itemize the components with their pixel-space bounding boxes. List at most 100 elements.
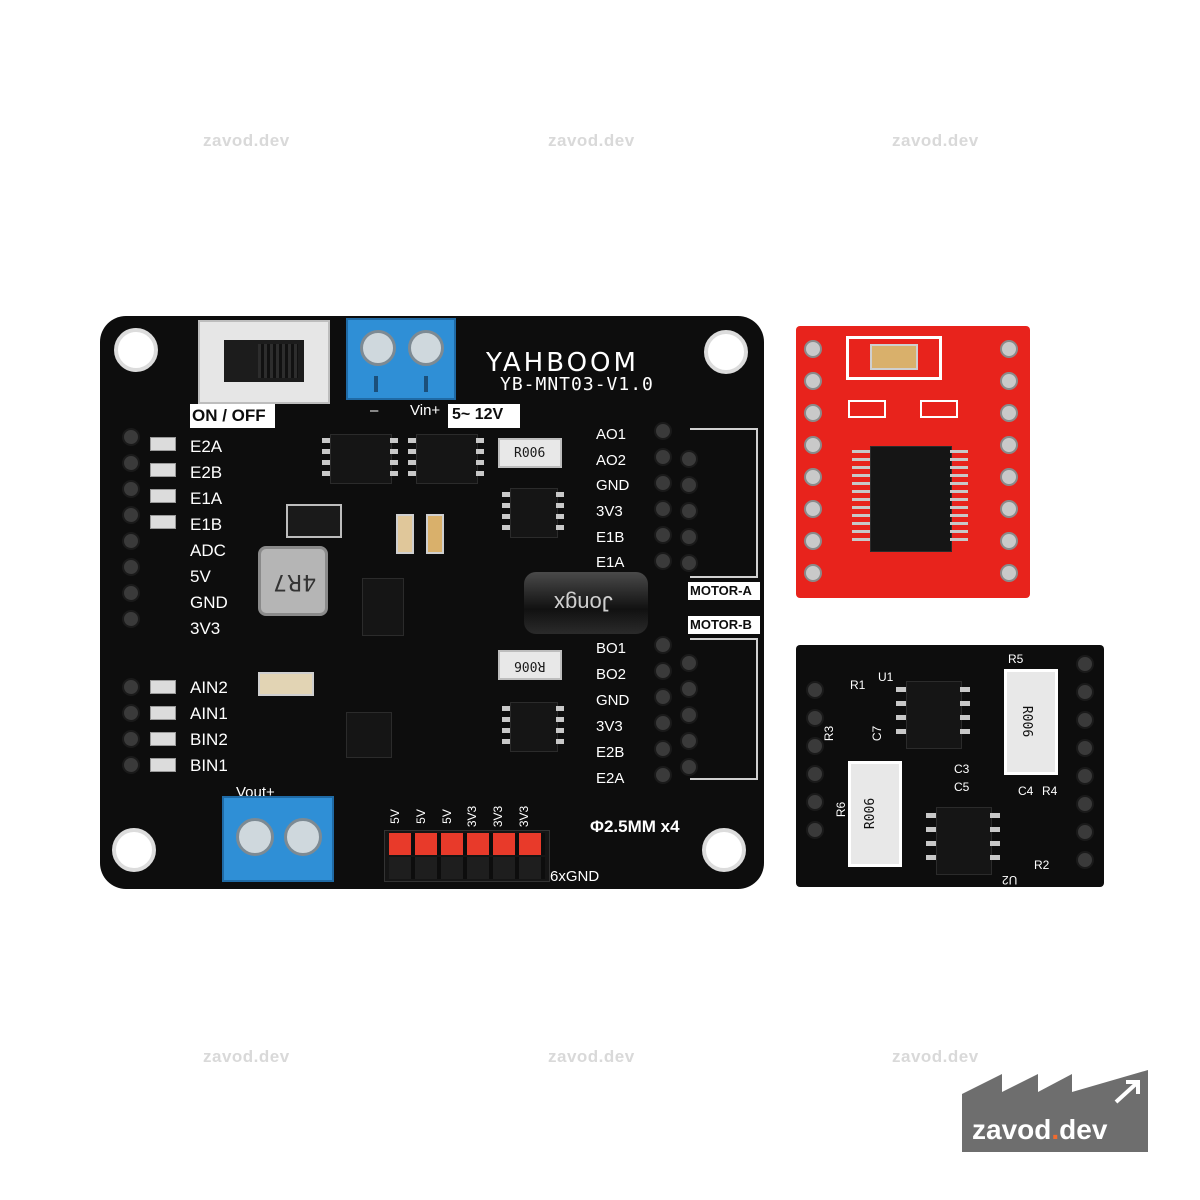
zavod-logo: zavod.dev: [962, 1064, 1150, 1152]
factory-roof-icon: [962, 1070, 1148, 1152]
vin-label: Vin+: [410, 402, 441, 419]
watermark: zavod.dev: [892, 131, 979, 150]
resistor-label: R006: [514, 446, 546, 461]
pin-label-e2b-b: E2B: [596, 744, 625, 761]
power-switch[interactable]: [198, 320, 330, 404]
pin-label-e1b-a: E1B: [596, 529, 625, 546]
label-r4: R4: [1042, 784, 1058, 798]
pin-label-gnd: GND: [190, 593, 228, 612]
power-header-labels: 5V 5V 5V 3V3 3V3 3V3: [388, 796, 548, 830]
pin-label-e1b: E1B: [190, 515, 223, 534]
motor-b-label-bg: [688, 616, 760, 634]
motor-b-connector[interactable]: [680, 638, 758, 780]
label-c3: C3: [954, 762, 970, 776]
watermark: zavod.dev: [548, 131, 635, 150]
label-r5: R5: [1008, 652, 1024, 666]
power-pin-label: 5V: [413, 809, 428, 824]
voltage-label-bg: [448, 404, 520, 428]
watermark: zavod.dev: [548, 1047, 635, 1066]
regulator-chip: [362, 578, 404, 636]
left-header-bottom: [118, 676, 144, 780]
pin-label-gnd-a: GND: [596, 477, 630, 494]
shunt-resistor: R006: [498, 438, 562, 468]
driver-chip: [510, 702, 558, 752]
logo-text-tld: dev: [1059, 1114, 1108, 1145]
vout-terminal[interactable]: [222, 796, 334, 882]
watermark: zavod.dev: [203, 131, 290, 150]
black-sensor-module: R1 U1 R3 C7 R5 R006 C3 C5 R6 R006 C4 R4 …: [796, 645, 1104, 887]
power-pin-label: 3V3: [465, 805, 480, 828]
watermark: zavod.dev: [203, 1047, 290, 1066]
capacitor: [258, 672, 314, 696]
motor-b-label: MOTOR-B: [690, 617, 752, 632]
gnd-label: 6xGND: [550, 868, 600, 885]
mounting-hole: [704, 330, 748, 374]
label-c4: C4: [1018, 784, 1034, 798]
power-header[interactable]: [384, 830, 550, 882]
transistor: [346, 712, 392, 758]
shunt-resistor: R006: [498, 650, 562, 680]
sensor-ic: [906, 681, 962, 749]
black-pins-right: [1074, 655, 1098, 875]
hole-size-label: Φ2.5MM x4: [590, 817, 680, 836]
shunt-resistor: R006: [846, 759, 904, 869]
ic-chip: [416, 434, 478, 484]
capacitor: [396, 514, 414, 554]
motor-a-connector[interactable]: [680, 428, 758, 578]
pin-label-bo2: BO2: [596, 666, 627, 683]
resistor-label: R006: [1019, 705, 1035, 738]
pin-label-ao1: AO1: [596, 426, 627, 443]
diode: [286, 504, 342, 538]
right-header-a: [650, 420, 676, 580]
power-pin-label: 3V3: [491, 805, 506, 828]
motor-a-label: MOTOR-A: [690, 583, 752, 598]
model-label: YB-MNT03-V1.0: [500, 374, 654, 395]
logo-text-dot: .: [1051, 1114, 1060, 1145]
pin-label-e1a-a: E1A: [596, 554, 625, 571]
pin-label-gnd-b: GND: [596, 692, 630, 709]
driver-ic: [870, 446, 952, 552]
inductor-label: 4R7: [273, 569, 317, 594]
pin-label-e2a: E2A: [190, 437, 223, 456]
red-driver-module: [796, 326, 1030, 598]
logo-text-main: zavod: [972, 1114, 1052, 1145]
brand-logo: YAHBOOM: [486, 348, 639, 378]
power-pin-label: 3V3: [517, 805, 532, 828]
red-pins-right: [998, 340, 1022, 590]
mounting-hole: [702, 828, 746, 872]
vin-terminal[interactable]: [346, 318, 456, 400]
mounting-hole: [112, 828, 156, 872]
pin-label-ain1: AIN1: [190, 704, 228, 723]
label-r2: R2: [1034, 858, 1050, 872]
capacitor: [426, 514, 444, 554]
red-pins-left: [802, 340, 826, 590]
power-pin-label: 5V: [439, 809, 454, 824]
main-board: ON / OFF – Vin+ 5~ 12V YAHBOOM YB-MNT03-…: [100, 316, 764, 889]
pin-label-ao2: AO2: [596, 452, 627, 469]
pin-label-e2b: E2B: [190, 463, 223, 482]
motor-a-label-bg: [688, 582, 760, 600]
switch-label-bg: [190, 404, 275, 428]
pin-label-3v3: 3V3: [190, 619, 221, 638]
capacitor-label: Jongx: [554, 591, 613, 616]
pin-label-e1a: E1A: [190, 489, 223, 508]
pin-label-adc: ADC: [190, 541, 226, 560]
pin-label-bin2: BIN2: [190, 730, 228, 749]
watermark: zavod.dev: [892, 1047, 979, 1066]
power-pin-label: 5V: [387, 809, 402, 824]
label-c7: C7: [870, 725, 885, 742]
ic-chip: [330, 434, 392, 484]
pin-label-3v3-a: 3V3: [596, 503, 623, 520]
pin-label-ain2: AIN2: [190, 678, 228, 697]
switch-label: ON / OFF: [192, 406, 266, 425]
black-pins-left: [804, 681, 828, 881]
label-r1: R1: [850, 678, 866, 692]
pin-label-5v: 5V: [190, 567, 211, 586]
pin-label-e2a-b: E2A: [596, 770, 625, 787]
right-header-b: [650, 634, 676, 794]
left-header-top: [118, 426, 144, 636]
vin-minus-label: –: [370, 402, 379, 419]
shunt-resistor: R006: [1002, 667, 1060, 777]
label-r3: R3: [822, 725, 837, 742]
mounting-hole: [114, 328, 158, 372]
